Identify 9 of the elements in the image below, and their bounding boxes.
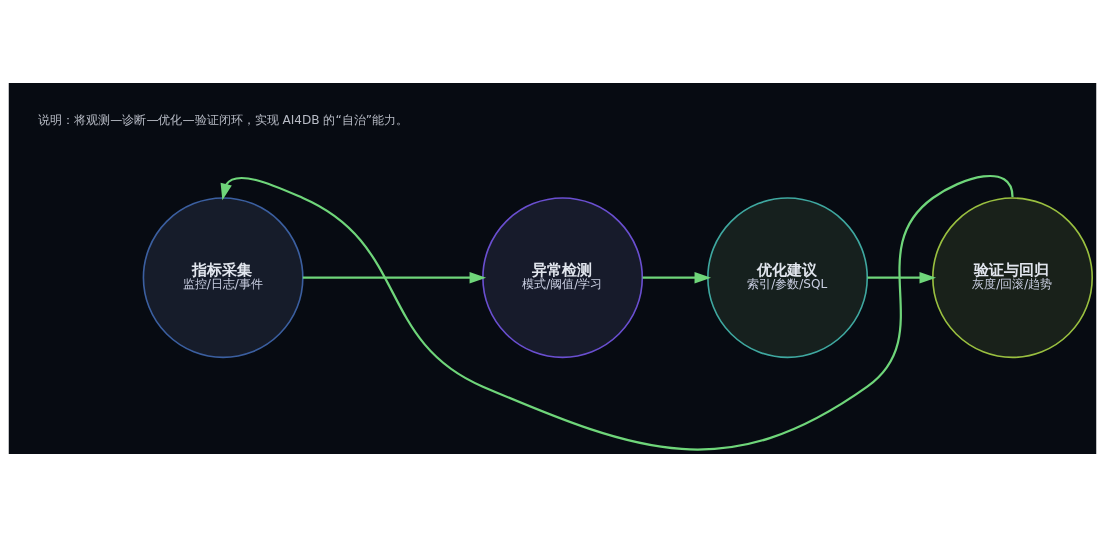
- node-circle: 异常检测 模式/阈值/学习: [482, 196, 644, 358]
- arrow: [642, 271, 712, 283]
- node-circle: 指标采集 监控/日志/事件: [142, 196, 304, 358]
- arrow: [867, 271, 937, 283]
- arrow: [220, 174, 1014, 450]
- node-circle: 验证与回归 灰度/回滚/趋势: [932, 196, 1093, 358]
- arrow: [302, 271, 487, 283]
- label: 说明：将观测—诊断—优化—验证闭环，实现 AI4DB 的“自治”能力。: [38, 112, 408, 127]
- node-circle: 优化建议 索引/参数/SQL: [707, 196, 869, 358]
